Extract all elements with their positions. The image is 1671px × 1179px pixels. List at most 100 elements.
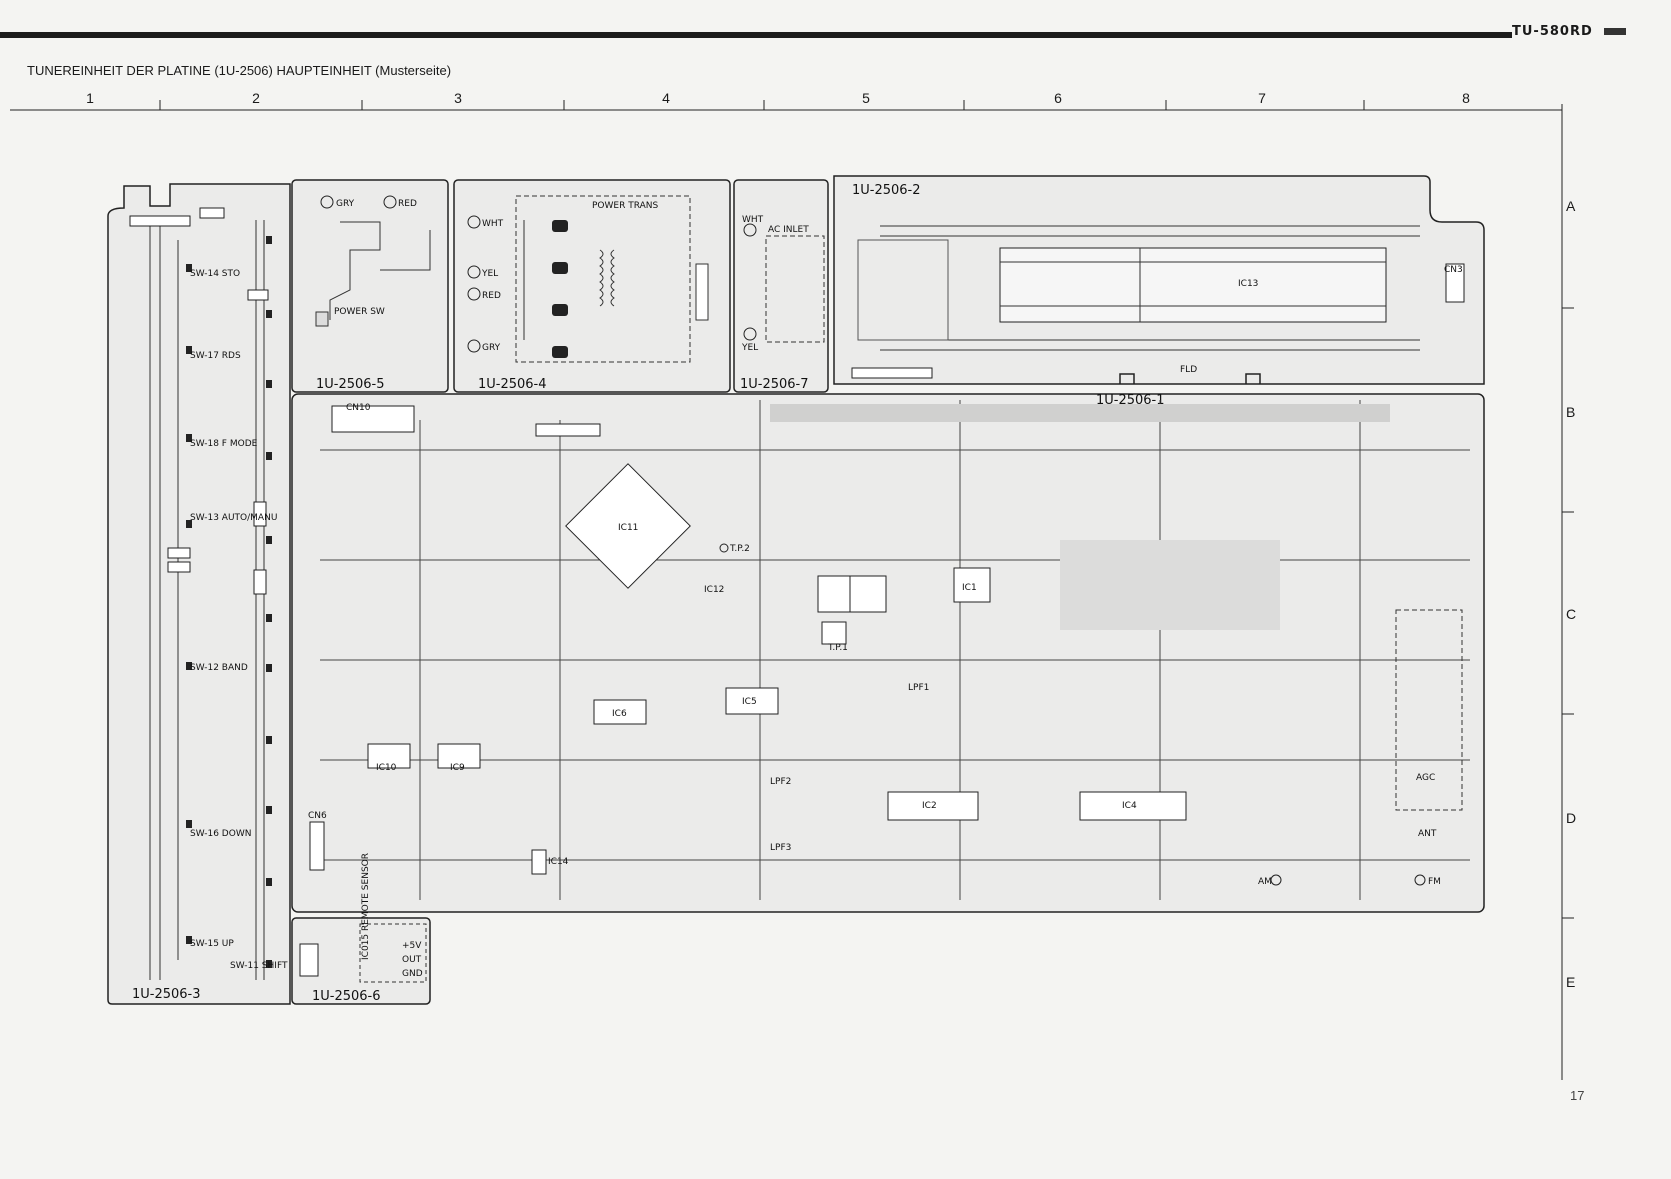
wire-color: RED (482, 291, 501, 301)
column-number: 2 (252, 90, 260, 106)
remote-sensor-label: IC015 REMOTE SENSOR (361, 853, 371, 960)
ground-plane (1060, 540, 1280, 630)
switch-label: SW-14 STO (190, 269, 240, 279)
antenna-label: ANT (1418, 829, 1437, 839)
power-sw-label: POWER SW (334, 307, 385, 317)
switch-traces (149, 220, 265, 980)
ic-label: IC4 (1122, 801, 1137, 811)
power-trans-outline (515, 195, 691, 363)
filter-label: LPF1 (908, 683, 929, 693)
row-letter: A (1566, 198, 1576, 214)
resistor-r500 (167, 547, 191, 559)
fld-label: FLD (1180, 365, 1197, 375)
terminal-b-icon (743, 327, 757, 341)
connector-cn10-top (129, 215, 191, 227)
section-label-3: 1U-2506-3 (132, 987, 201, 1002)
terminal-a-icon (467, 215, 481, 229)
board-outline-5 (291, 179, 449, 393)
resistor-r514 (199, 207, 225, 219)
wire-color: YEL (741, 343, 758, 353)
resistor-r506 (247, 289, 269, 301)
switch-label: SW-18 F MODE (190, 439, 258, 449)
column-number: 3 (454, 90, 462, 106)
fld-driver-area (857, 239, 949, 341)
fld-display (999, 247, 1387, 323)
row-letter: E (1566, 974, 1576, 990)
ac-inlet-outline (765, 235, 825, 343)
fld-traces (880, 225, 1420, 351)
grid-frame (10, 100, 1574, 1080)
ic11-chip (565, 463, 691, 589)
ic-label: IC14 (548, 857, 569, 867)
pin-label: +5V (402, 941, 422, 951)
front-end-outline (1395, 609, 1463, 811)
connector-cn6 (309, 821, 325, 871)
switch-symbols (186, 236, 272, 968)
terminal-a-icon (743, 223, 757, 237)
resistor-r501 (167, 561, 191, 573)
ic1-chip (953, 567, 991, 603)
column-number: 6 (1054, 90, 1062, 106)
column-number: 1 (86, 90, 94, 106)
connector-cn3 (1445, 263, 1465, 303)
switch-label: SW-17 RDS (190, 351, 241, 361)
resistor-r505 (253, 501, 267, 527)
section-label-2: 1U-2506-2 (852, 183, 921, 198)
test-point-label: T.P.1 (827, 643, 848, 653)
column-number: 4 (662, 90, 670, 106)
row-letter: D (1566, 810, 1577, 826)
ic5-chip (725, 687, 779, 715)
fm-terminal-icon (1414, 874, 1426, 886)
ac-inlet-label: AC INLET (768, 225, 809, 235)
board-outline-1 (291, 393, 1485, 913)
pin-label: OUT (402, 955, 422, 965)
connector-cn10 (331, 405, 415, 433)
section-label-5: 1U-2506-5 (316, 377, 385, 392)
connector-cn10 (851, 367, 933, 379)
column-numbers: 1 2 3 4 5 6 7 8 (10, 90, 1558, 110)
terminal-c-icon (467, 287, 481, 301)
board-outline-7 (733, 179, 829, 393)
row-letter: C (1566, 606, 1577, 622)
ic10-chip (367, 743, 411, 769)
wire-color: WHT (742, 215, 764, 225)
resistor-r503 (253, 569, 267, 595)
wire-color: GRY (336, 199, 355, 209)
board-outline-4 (453, 179, 731, 393)
am-label: AM (1258, 877, 1272, 887)
column-number: 7 (1258, 90, 1266, 106)
switch-label: SW-13 AUTO/MANU (190, 513, 277, 523)
ic4-chip (1079, 791, 1187, 821)
power-trans-label: POWER TRANS (592, 201, 658, 211)
ic-label: IC6 (612, 709, 627, 719)
terminal-d-icon (467, 339, 481, 353)
switch-label: SW-15 UP (190, 939, 234, 949)
section-label-7: 1U-2506-7 (740, 377, 809, 392)
ic-label: IC10 (376, 763, 397, 773)
ic-label: IC5 (742, 697, 757, 707)
connector-label: CN3 (1444, 265, 1463, 275)
page-title: TUNEREINHEIT DER PLATINE (1U-2506) HAUPT… (27, 63, 452, 78)
agc-label: AGC (1416, 773, 1435, 783)
switch-label: SW-16 DOWN (190, 829, 251, 839)
board-outline-3 (107, 183, 291, 1005)
test-point-t-p-1 (821, 621, 847, 645)
power-switch-traces (315, 221, 431, 327)
terminal-c-icon (383, 195, 397, 209)
connector-cn10 (535, 423, 601, 437)
pin-label: GND (402, 969, 423, 979)
remote-sensor-outline (359, 923, 427, 983)
wire-color: GRY (482, 343, 501, 353)
remote-sensor-ic015 (299, 943, 319, 977)
page-number: 17 (1570, 1088, 1585, 1103)
connector-label: CN6 (308, 811, 327, 821)
switch-label: SW-12 BAND (190, 663, 248, 673)
column-number: 5 (862, 90, 870, 106)
ic2-chip (887, 791, 979, 821)
connector-label: CN10 (346, 403, 371, 413)
model-name: TU-580RD (1512, 24, 1593, 39)
wire-color: YEL (481, 269, 498, 279)
coil-t1 (849, 575, 887, 613)
ic-label: IC12 (704, 585, 724, 595)
